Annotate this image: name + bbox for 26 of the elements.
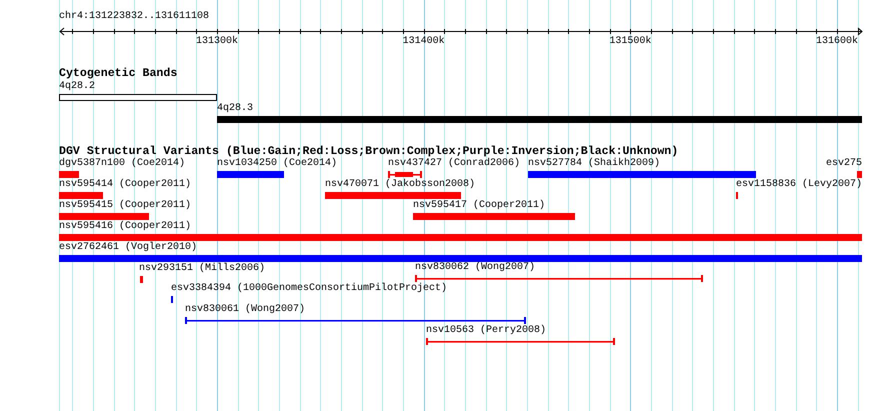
tick-label: 131400k [402, 36, 445, 47]
tick-label: 131500k [609, 36, 652, 47]
feature-label: 4q28.3 [217, 103, 254, 114]
feature-label: esv2762461 (Vogler2010) [59, 242, 198, 253]
tick-label: 131600k [816, 36, 858, 47]
track-title: DGV Structural Variants (Blue:Gain;Red:Loss;Brown:Complex;Purple:Inversion;Black:Unknown) [59, 145, 678, 158]
region-title: chr4:131223832..131611108 [59, 11, 210, 22]
feature-label: nsv437427 (Conrad2006) [388, 158, 520, 169]
feature-label: nsv595416 (Cooper2011) [59, 221, 192, 232]
feature-label: nsv1034250 (Coe2014) [217, 158, 338, 169]
feature-label: esv1158836 (Levy2007) [736, 179, 862, 190]
feature-label: nsv595417 (Cooper2011) [413, 200, 546, 211]
feature-label: 4q28.2 [59, 81, 96, 92]
feature-label: esv275 [826, 158, 862, 169]
feature-label: nsv830062 (Wong2007) [415, 262, 536, 273]
feature-label: nsv595414 (Cooper2011) [59, 179, 192, 190]
feature-label: nsv470071 (Jakobsson2008) [325, 179, 476, 190]
feature-label: nsv830061 (Wong2007) [185, 304, 306, 315]
feature-label: nsv293151 (Mills2006) [139, 263, 266, 274]
tick-label: 131300k [196, 36, 238, 47]
feature-label: nsv10563 (Perry2008) [426, 325, 546, 336]
feature-label: dgv5387n100 (Coe2014) [59, 158, 186, 169]
track-title: Cytogenetic Bands [59, 67, 178, 80]
feature-label: esv3384394 (1000GenomesConsortiumPilotProject) [171, 283, 448, 294]
feature-label: nsv527784 (Shaikh2009) [528, 158, 660, 169]
feature-label: nsv595415 (Cooper2011) [59, 200, 192, 211]
